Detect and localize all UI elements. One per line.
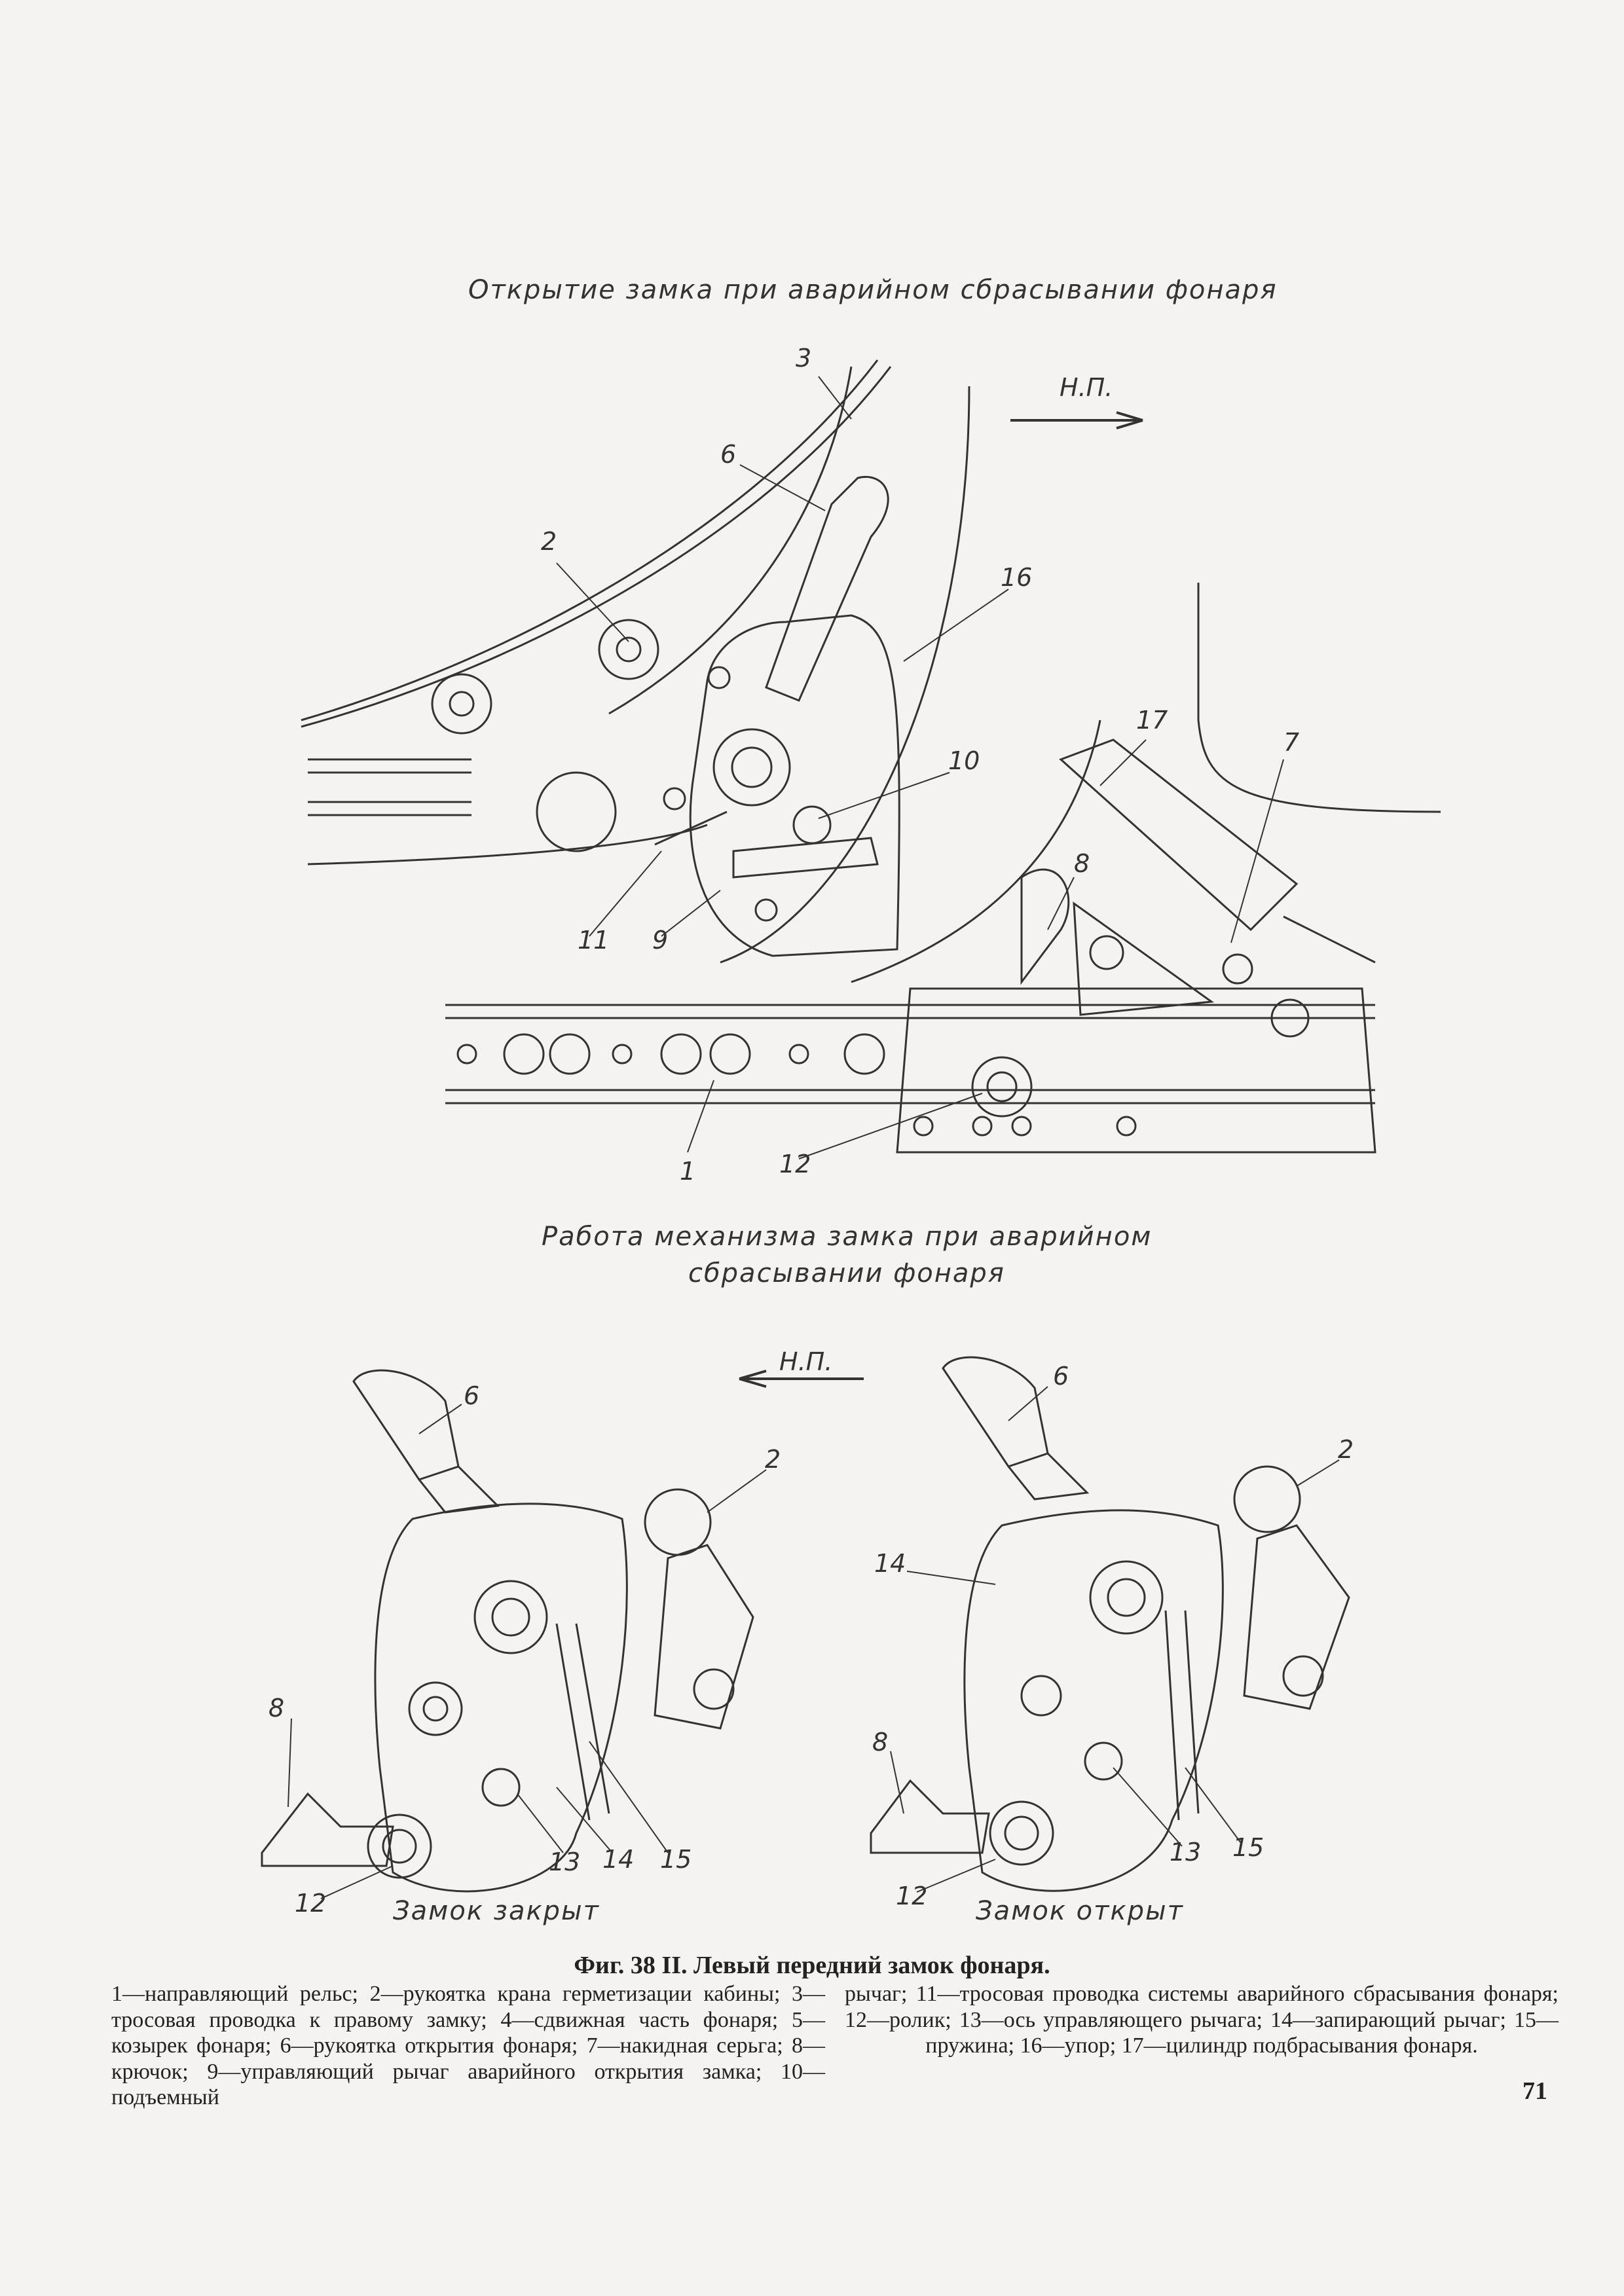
leader-lines (287, 376, 1340, 1899)
label-7: 7 (1283, 728, 1300, 757)
lock-open-label: Замок открыт (976, 1896, 1184, 1926)
figure-caption-title: Фиг. 38 II. Левый передний замок фонаря. (574, 1952, 1050, 1979)
label-6: 6 (720, 440, 737, 469)
direction-arrow-right (1010, 411, 1143, 429)
right-label-15: 15 (1232, 1833, 1264, 1862)
right-label-6: 6 (1053, 1362, 1069, 1391)
lock-open-drawing (870, 1356, 1350, 1892)
middle-caption-line1: Работа механизма замка при аварийном (542, 1222, 1153, 1252)
label-12: 12 (779, 1150, 811, 1178)
right-label-14: 14 (874, 1549, 906, 1578)
lock-closed-label: Замок закрыт (393, 1896, 600, 1926)
left-label-8: 8 (268, 1694, 285, 1722)
left-label-15: 15 (660, 1845, 692, 1874)
left-label-13: 13 (549, 1848, 581, 1876)
middle-caption-line2: сбрасывании фонаря (688, 1258, 1005, 1288)
lock-closed-drawing (261, 1369, 754, 1893)
direction-label-bottom: Н.П. (779, 1347, 833, 1376)
caption-left-column: 1—направляющий рельс; 2—рукоятка крана г… (111, 1982, 825, 2109)
right-label-12: 12 (896, 1882, 928, 1910)
page-number: 71 (1522, 2077, 1547, 2105)
label-10: 10 (948, 746, 980, 775)
direction-label-top: Н.П. (1060, 373, 1113, 402)
left-label-6: 6 (464, 1381, 480, 1410)
left-label-2: 2 (765, 1445, 781, 1474)
left-label-14: 14 (602, 1845, 635, 1874)
top-mechanism-drawing (301, 359, 1441, 1154)
label-1: 1 (680, 1157, 696, 1186)
left-label-12: 12 (295, 1889, 327, 1918)
top-figure-title: Открытие замка при аварийном сбрасывании… (468, 275, 1278, 305)
label-17: 17 (1136, 706, 1168, 735)
label-8: 8 (1074, 849, 1090, 878)
right-label-8: 8 (872, 1728, 889, 1757)
label-9: 9 (652, 926, 669, 955)
right-label-13: 13 (1170, 1838, 1202, 1867)
caption-right-column: рычаг; 11—тросовая проводка системы авар… (845, 1982, 1559, 2058)
label-16: 16 (1001, 563, 1033, 592)
right-label-2: 2 (1338, 1435, 1354, 1464)
label-2: 2 (541, 527, 557, 556)
label-11: 11 (578, 926, 610, 955)
direction-arrow-left (739, 1370, 864, 1388)
label-3: 3 (796, 344, 812, 373)
